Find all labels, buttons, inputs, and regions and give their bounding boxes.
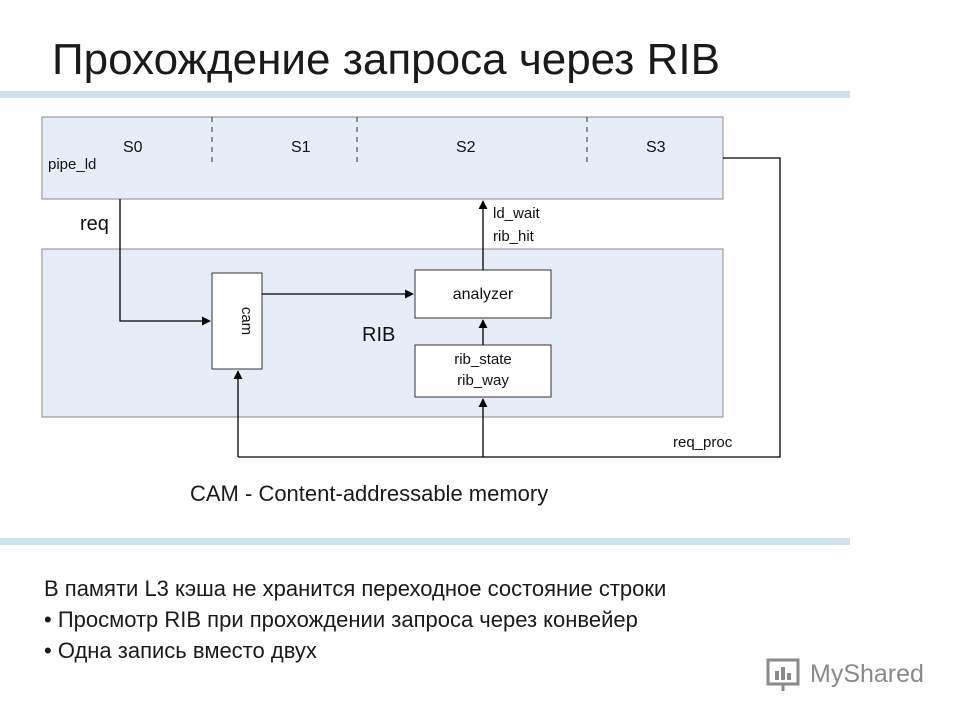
req-proc-line [238,157,781,458]
title-divider [0,91,850,98]
req-label: req [80,213,109,235]
note-line: • Одна запись вместо двух [44,638,317,663]
analyzer-label: analyzer [453,286,514,303]
rib-label: RIB [362,324,395,346]
cam-caption: CAM - Content-addressable memory [190,481,549,506]
stage-label-s0: S0 [123,139,143,156]
note-line: В памяти L3 кэша не хранится переходное … [44,576,667,601]
rib-box [41,248,724,418]
cam-label: cam [238,307,255,335]
notes-list: В памяти L3 кэша не хранится переходное … [44,573,666,666]
stage-label-s2: S2 [456,139,476,156]
section-divider [0,538,850,545]
stage-label-s1: S1 [291,139,311,156]
watermark-logo: MyShared [766,655,926,695]
analyzer-block [414,269,552,319]
presentation-board-icon [766,658,800,691]
slide-title: Прохождение запроса через RIB [52,35,720,84]
req-arrow [119,199,211,326]
pipeline-label: pipe_ld [48,156,96,173]
ld-wait-label: ld_wait [493,205,541,222]
rib-state-label: rib_state [454,351,512,368]
cam-block [211,272,263,370]
rib-hit-label: rib_hit [493,228,535,245]
note-line: • Просмотр RIB при прохождении запроса ч… [44,607,638,632]
rib-way-label: rib_way [457,372,509,389]
watermark-text: MyShared [810,660,924,688]
stage-label-s3: S3 [646,139,666,156]
pipeline-box [41,116,724,200]
req-proc-label: req_proc [673,434,733,451]
